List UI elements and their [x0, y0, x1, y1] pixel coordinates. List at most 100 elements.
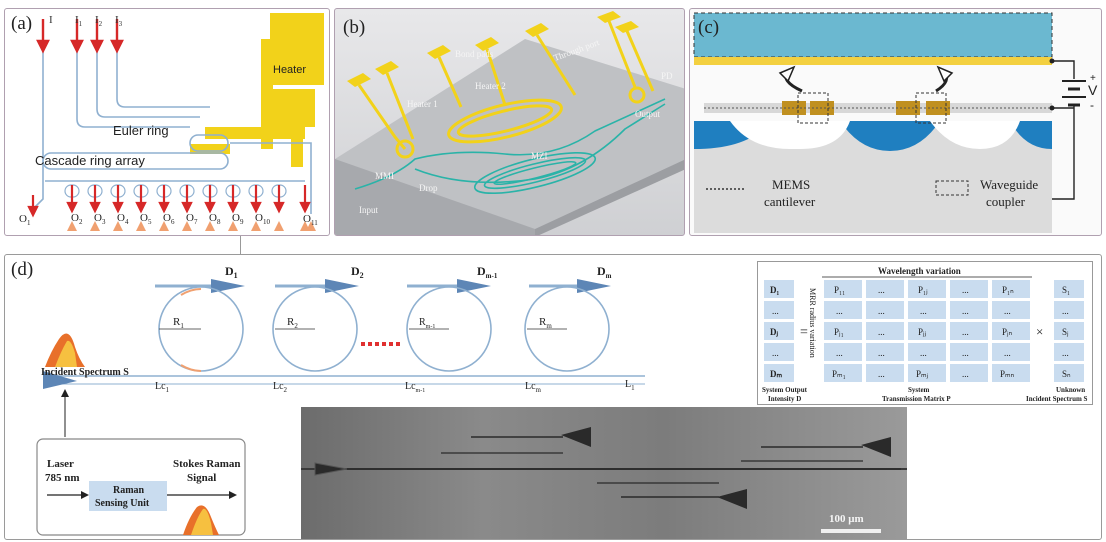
stokes-label: Signal	[187, 472, 216, 484]
svg-text:Rm: Rm	[539, 316, 552, 330]
raman-sensing-unit	[89, 481, 167, 511]
coupling-highlight-bottom	[180, 364, 202, 372]
heater-electrode	[190, 13, 324, 167]
panel-label-d: (d)	[11, 259, 34, 280]
svg-text:MZI: MZI	[531, 151, 548, 161]
ring-array	[64, 184, 287, 198]
legend-waveguide: Waveguide	[980, 177, 1038, 192]
svg-text:O9: O9	[232, 212, 244, 226]
oxide-right	[1010, 121, 1052, 149]
input-taper	[43, 371, 77, 389]
svg-text:...: ...	[1004, 348, 1011, 358]
panel-label-b: (b)	[343, 17, 366, 38]
matrix-captions: System Output Intensity D System Transmi…	[762, 386, 1088, 403]
input-label: I3	[115, 14, 123, 28]
svg-text:...: ...	[878, 369, 885, 379]
output-arrows	[27, 185, 311, 218]
svg-text:PD: PD	[661, 71, 673, 81]
svg-text:O1: O1	[19, 213, 31, 227]
s-column: S₁ ... Sⱼ ... Sₙ	[1054, 280, 1084, 382]
svg-text:Incident Spectrum S: Incident Spectrum S	[1026, 395, 1088, 403]
sem-structures	[301, 427, 907, 533]
svg-text:Output: Output	[635, 109, 661, 119]
input-label: I	[49, 14, 53, 26]
svg-text:...: ...	[962, 306, 969, 316]
svg-text:O6: O6	[163, 212, 175, 226]
svg-text:...: ...	[1004, 306, 1011, 316]
svg-text:Pₘ₁: Pₘ₁	[832, 369, 846, 379]
air-gap-left	[730, 121, 850, 149]
input-label: I2	[95, 14, 103, 28]
svg-text:D1: D1	[225, 264, 238, 280]
mems-top-beam	[693, 12, 1053, 58]
svg-text:...: ...	[836, 306, 843, 316]
svg-text:D₁: D₁	[770, 285, 779, 295]
coupler-box-right	[915, 92, 947, 124]
cascaded-ring-spectrometer: R1 D1 R2 D2 Rm-1 Dm-1 Rm Dm	[36, 264, 645, 536]
voltage-circuit	[1052, 60, 1086, 200]
radius-label: MRR radius variation	[808, 288, 817, 358]
transmission-matrix-box: Wavelength variation MRR radius variatio…	[757, 261, 1093, 405]
chip-top	[335, 39, 684, 229]
stokes-arrow-icon	[229, 491, 237, 499]
plus-label: +	[1090, 73, 1096, 84]
panel-c: V + - MEMS cantilever Waveguide coupler …	[689, 8, 1102, 236]
wavelength-label: Wavelength variation	[878, 266, 961, 276]
ring-unit-1: R1 D1	[155, 264, 245, 372]
heater-label: Heater	[273, 64, 306, 76]
input-label: I1	[75, 14, 83, 28]
panel-a: (a)	[4, 8, 330, 236]
voltage-label: V	[1088, 82, 1098, 98]
svg-text:Pₘₙ: Pₘₙ	[1000, 369, 1015, 379]
svg-text:Drop: Drop	[419, 183, 438, 193]
svg-text:...: ...	[878, 306, 885, 316]
svg-text:Pⱼ₁: Pⱼ₁	[834, 327, 844, 337]
input-arrows	[36, 19, 124, 54]
legend-dashed-box-icon	[935, 180, 969, 196]
svg-text:...: ...	[920, 348, 927, 358]
svg-text:...: ...	[772, 348, 779, 358]
minus-label: -	[1090, 98, 1094, 112]
svg-text:O8: O8	[209, 212, 221, 226]
svg-text:O2: O2	[71, 212, 83, 226]
grating-couplers	[67, 221, 316, 231]
laser-wavelength: 785 nm	[45, 472, 80, 484]
svg-text:O11: O11	[303, 213, 318, 227]
panel-label-c: (c)	[698, 17, 720, 38]
coupling-highlight-top	[180, 288, 202, 296]
svg-text:...: ...	[962, 348, 969, 358]
stokes-spectrum-icon	[191, 508, 213, 535]
sem-image: 100 μm	[301, 407, 907, 539]
incident-spectrum-label: Incident Spectrum S	[41, 367, 129, 378]
svg-text:P₁₁: P₁₁	[834, 285, 845, 295]
p-matrix: P₁₁...P₁ⱼ...P₁ₙ ............... Pⱼ₁...Pⱼ…	[824, 280, 1030, 382]
legend-coupler: coupler	[986, 194, 1026, 209]
air-gap-right	[930, 121, 1020, 149]
svg-text:Lc1: Lc1	[155, 381, 170, 394]
gold-layer	[694, 57, 1052, 65]
ring-unit-m: Rm Dm	[524, 264, 612, 372]
svg-text:Dⱼ: Dⱼ	[770, 327, 778, 337]
svg-text:...: ...	[920, 306, 927, 316]
euler-ring-diagram: I I1 I2 I3 Heater Euler ring Cascade rin…	[19, 13, 324, 231]
svg-text:O4: O4	[117, 212, 129, 226]
svg-text:O5: O5	[140, 212, 152, 226]
svg-text:O10: O10	[255, 212, 270, 226]
svg-text:MMI: MMI	[375, 171, 394, 181]
svg-text:...: ...	[772, 306, 779, 316]
svg-text:Rm-1: Rm-1	[419, 317, 435, 330]
d-column: D₁ ... Dⱼ ... Dₘ	[764, 280, 794, 382]
svg-text:L1: L1	[625, 379, 635, 392]
panel-d: (d) R1 D1 R2 D2 Rm-1 D	[4, 254, 1102, 540]
legend-cantilever: cantilever	[764, 194, 816, 209]
svg-text:...: ...	[878, 285, 885, 295]
chip-side-right	[535, 159, 684, 235]
svg-text:System Output: System Output	[762, 386, 808, 394]
svg-text:Lcm: Lcm	[525, 381, 542, 394]
svg-text:Bond pads: Bond pads	[455, 49, 494, 59]
laser-label: Laser	[47, 458, 74, 470]
svg-text:Heater 2: Heater 2	[475, 81, 506, 91]
svg-text:Lc2: Lc2	[273, 381, 288, 394]
row-connector	[240, 236, 241, 254]
waveguides	[34, 39, 312, 214]
